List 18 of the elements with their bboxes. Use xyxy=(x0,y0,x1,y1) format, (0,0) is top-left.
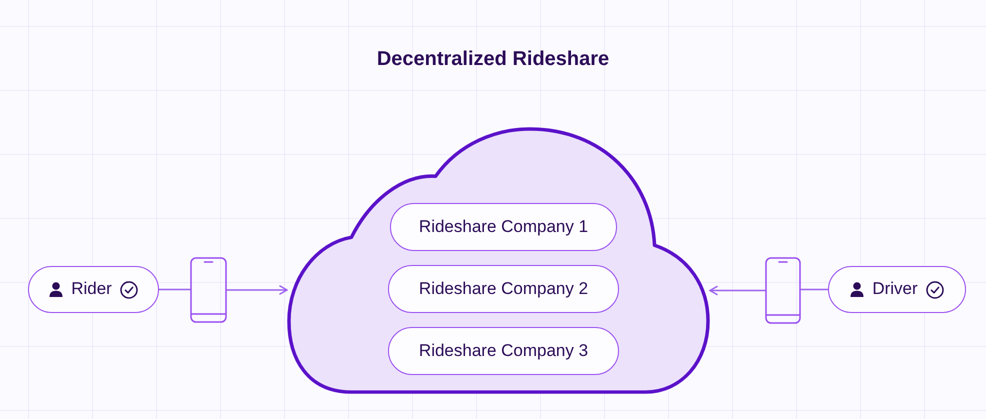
arrow xyxy=(226,285,288,295)
mobile-phone-icon xyxy=(190,257,227,323)
user-pill xyxy=(28,266,159,313)
company-label: Rideshare Company 1 xyxy=(418,216,588,238)
user-pill xyxy=(828,266,966,313)
role-label: Rider xyxy=(71,279,112,300)
company-pill xyxy=(390,203,617,251)
arrow xyxy=(709,286,766,296)
connector-line xyxy=(800,288,829,290)
company-label: Rideshare Company 2 xyxy=(418,278,588,300)
role-label: Driver xyxy=(872,279,918,300)
company-label: Rideshare Company 3 xyxy=(418,340,588,362)
company-pill xyxy=(388,265,619,313)
mobile-phone-icon xyxy=(765,257,801,324)
cloud-shape xyxy=(287,127,710,396)
diagram-title: Decentralized Rideshare xyxy=(376,48,610,71)
connector-line xyxy=(158,288,191,290)
company-pill xyxy=(388,327,619,375)
